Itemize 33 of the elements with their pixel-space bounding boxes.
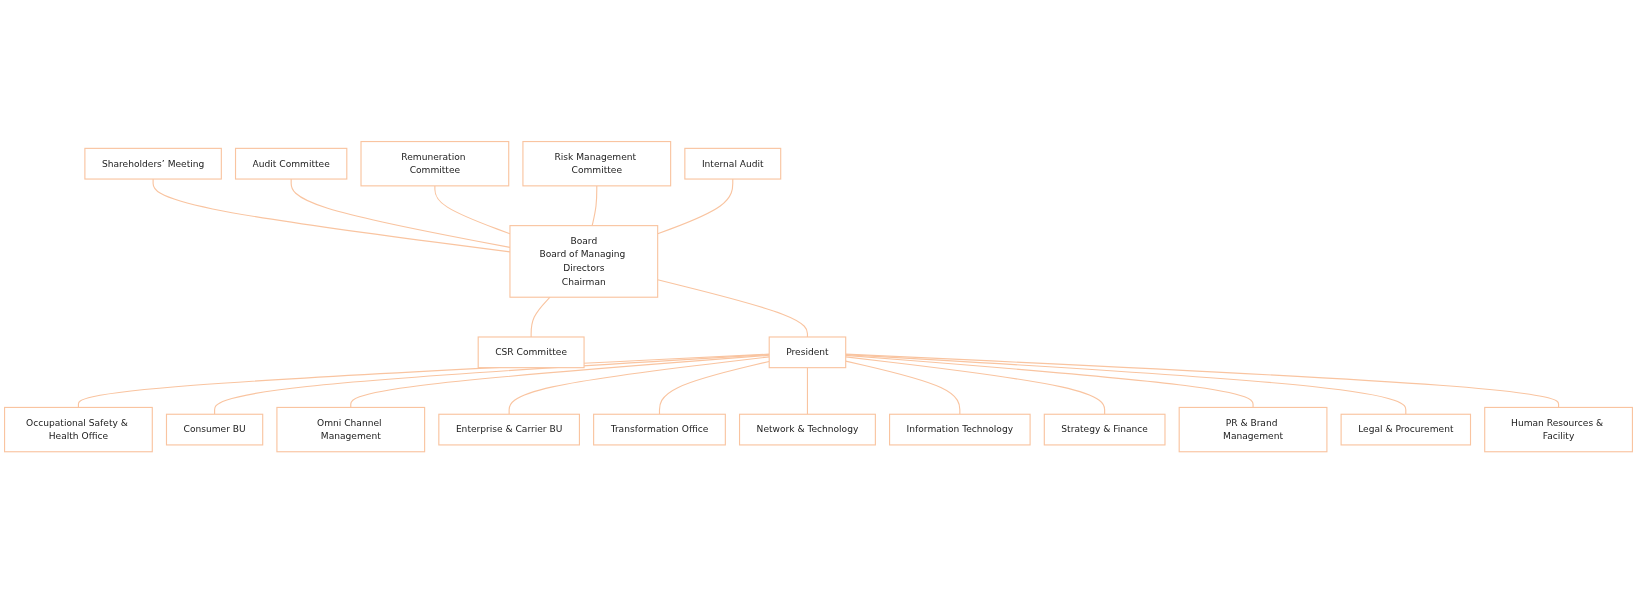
connector [591,185,598,227]
connector [845,353,1407,415]
connector [657,178,734,235]
connector [845,354,1254,408]
connector [658,360,770,415]
connector [530,296,551,338]
node-box: PR & Brand Management [1178,406,1328,453]
node-box: Consumer BU [165,413,264,446]
node-box: Risk Management Committee [522,140,672,187]
connector [350,354,770,408]
node-box: Legal & Procurement [1340,413,1472,446]
connector [845,360,961,415]
node-box: Board Board of Managing Directors Chairman [509,224,659,298]
connector [845,356,1106,415]
node-box: Occupational Safety & Health Office [4,406,153,453]
node-box: Shareholders’ Meeting [84,147,222,180]
node-box: President [768,336,847,369]
node-box: Transformation Office [593,413,726,446]
node-box: Information Technology [889,413,1031,446]
connector [508,356,770,415]
node-box: Omni Channel Management [276,406,426,453]
node-box: Audit Committee [234,147,348,180]
node-box: Internal Audit [684,147,782,180]
node-box: Network & Technology [738,413,876,446]
node-box: CSR Committee [477,336,585,369]
connector [657,279,809,338]
node-box: Enterprise & Carrier BU [438,413,580,446]
node-box: Strategy & Finance [1043,413,1166,446]
node-box: Remuneration Committee [360,140,510,187]
connector [806,366,809,415]
connector [845,353,1560,408]
node-box: Human Resources & Facility [1484,406,1633,453]
connector [214,353,770,415]
